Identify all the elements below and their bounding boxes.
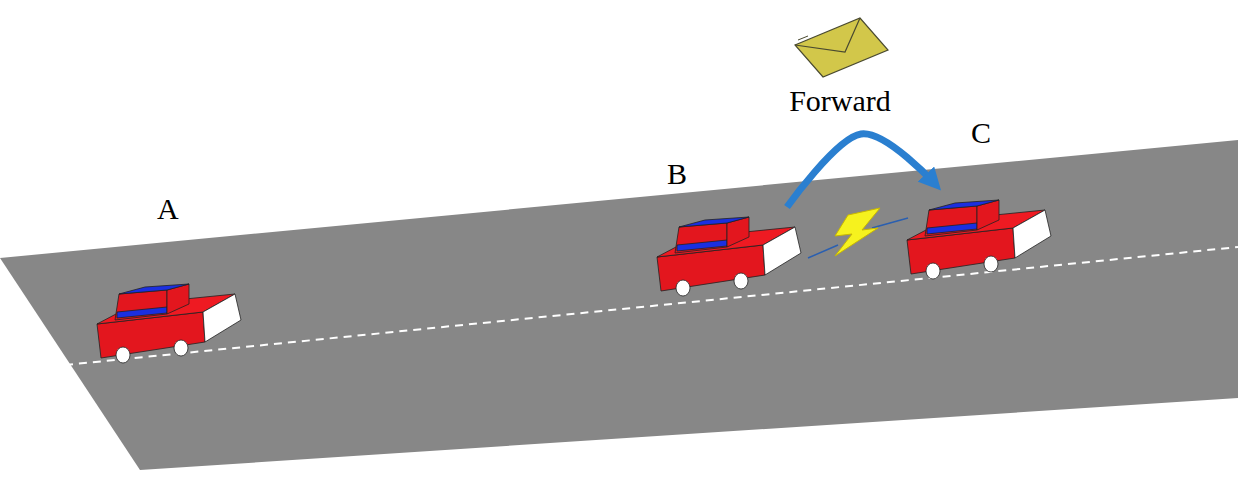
vehicle-node: C	[905, 188, 1055, 278]
envelope-body	[795, 18, 888, 77]
signal-line	[872, 218, 908, 228]
car-front	[1013, 210, 1051, 258]
wireless-link	[808, 208, 908, 258]
vehicle-label: A	[157, 192, 179, 226]
signal-line	[808, 245, 838, 258]
car-shape	[95, 272, 245, 362]
car-window	[927, 223, 977, 234]
car-roof	[679, 217, 749, 227]
car-wheel	[734, 273, 748, 289]
lane-marking	[65, 247, 1238, 365]
car-cabin-side	[675, 223, 727, 253]
car-wheel	[676, 280, 690, 296]
message-envelope	[795, 18, 888, 77]
car-wheel	[984, 256, 998, 272]
vehicle-node: A	[95, 272, 245, 362]
vehicle-label: C	[971, 116, 991, 150]
edge-label: Forward	[789, 84, 891, 118]
car-cabin-side	[115, 290, 167, 320]
road	[0, 140, 1238, 470]
car-shape	[655, 205, 805, 295]
car-front	[763, 227, 801, 275]
envelope-flap	[795, 18, 860, 52]
car-front	[203, 294, 241, 342]
car-window	[117, 307, 167, 318]
envelope-edge	[798, 36, 808, 40]
car-roof	[119, 284, 189, 294]
forward-arrow	[787, 134, 935, 207]
car-window	[677, 240, 727, 251]
vehicle-label: B	[667, 157, 687, 191]
lightning-bolt	[835, 208, 880, 256]
car-wheel	[116, 347, 130, 363]
vehicle-node: B	[655, 205, 805, 295]
car-shape	[905, 188, 1055, 278]
car-cabin-side	[925, 206, 977, 236]
car-wheel	[926, 263, 940, 279]
car-roof	[929, 200, 999, 210]
car-wheel	[174, 340, 188, 356]
